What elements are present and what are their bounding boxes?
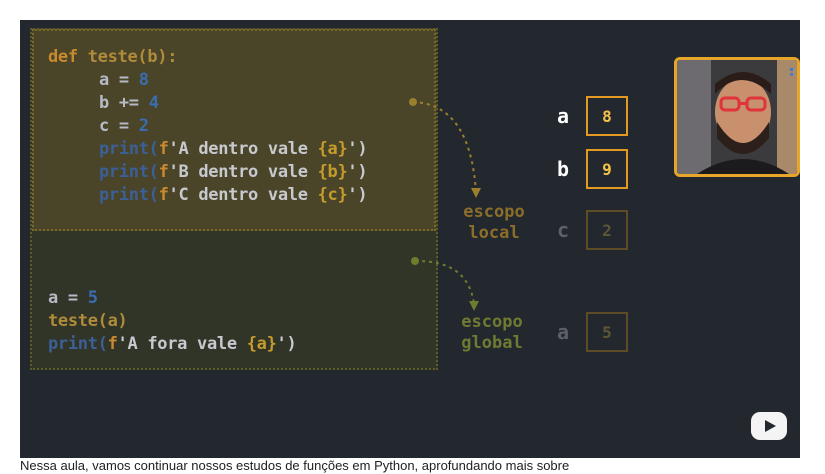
local-code-line: c = 2 <box>99 116 149 136</box>
local-code-line: a = 8 <box>99 70 149 90</box>
code-token: {a} <box>246 334 277 354</box>
code-token: f <box>158 162 169 182</box>
code-token: a = <box>99 70 139 90</box>
code-token: ') <box>347 139 368 159</box>
code-token: f <box>107 334 118 354</box>
webcam-overlay <box>674 57 800 177</box>
code-token: 'B dentro vale <box>168 162 318 182</box>
code-token: {c} <box>317 185 348 205</box>
play-icon <box>765 420 776 432</box>
code-token: f <box>158 139 169 159</box>
global-scope-box <box>30 28 438 370</box>
code-token: ') <box>347 162 368 182</box>
code-token: ') <box>276 334 297 354</box>
code-token: teste(b): <box>87 47 178 67</box>
variable-value-box: 2 <box>586 210 628 250</box>
local-scope-box <box>32 29 436 231</box>
global-code-line: a = 5 <box>48 288 98 308</box>
variable-value-box: 9 <box>586 149 628 189</box>
code-token: print( <box>99 162 159 182</box>
local-code-line: b += 4 <box>99 93 159 113</box>
code-token: {a} <box>317 139 348 159</box>
code-token: 2 <box>138 116 149 136</box>
code-token: 8 <box>138 70 149 90</box>
global-scope-label: escopo global <box>461 312 523 353</box>
youtube-logo-icon[interactable] <box>751 412 787 440</box>
scope-arrows <box>409 98 481 311</box>
code-token: c = <box>99 116 139 136</box>
code-token: b += <box>99 93 149 113</box>
code-token: {b} <box>317 162 348 182</box>
global-code-line: print(f'A fora vale {a}') <box>48 334 297 354</box>
code-token: f <box>158 185 169 205</box>
variable-name-a: a <box>556 104 570 128</box>
code-token: print( <box>99 139 159 159</box>
code-token: 4 <box>148 93 159 113</box>
variable-name-a: a <box>556 320 570 344</box>
variable-name-b: b <box>556 157 570 181</box>
code-token: ') <box>347 185 368 205</box>
code-token: a = <box>48 288 88 308</box>
code-token: def <box>48 47 88 67</box>
code-token: 'C dentro vale <box>168 185 318 205</box>
code-token: print( <box>48 334 108 354</box>
local-code-line: print(f'B dentro vale {b}') <box>99 162 368 182</box>
variable-value-box: 5 <box>586 312 628 352</box>
code-token: 'A dentro vale <box>168 139 318 159</box>
variable-name-c: c <box>556 218 570 242</box>
code-token: print( <box>99 185 159 205</box>
code-token: teste(a) <box>48 311 128 331</box>
local-scope-label: escopo local <box>463 202 525 243</box>
webcam-marker-icon <box>790 68 793 76</box>
local-code-line: print(f'A dentro vale {a}') <box>99 139 368 159</box>
variable-value-box: 8 <box>586 96 628 136</box>
local-code-line: def teste(b): <box>48 47 177 67</box>
global-code-line: teste(a) <box>48 311 128 331</box>
presenter-image <box>677 60 797 174</box>
video-description-caption: Nessa aula, vamos continuar nossos estud… <box>20 458 570 473</box>
code-token: 5 <box>87 288 98 308</box>
code-token: 'A fora vale <box>117 334 247 354</box>
local-code-line: print(f'C dentro vale {c}') <box>99 185 368 205</box>
